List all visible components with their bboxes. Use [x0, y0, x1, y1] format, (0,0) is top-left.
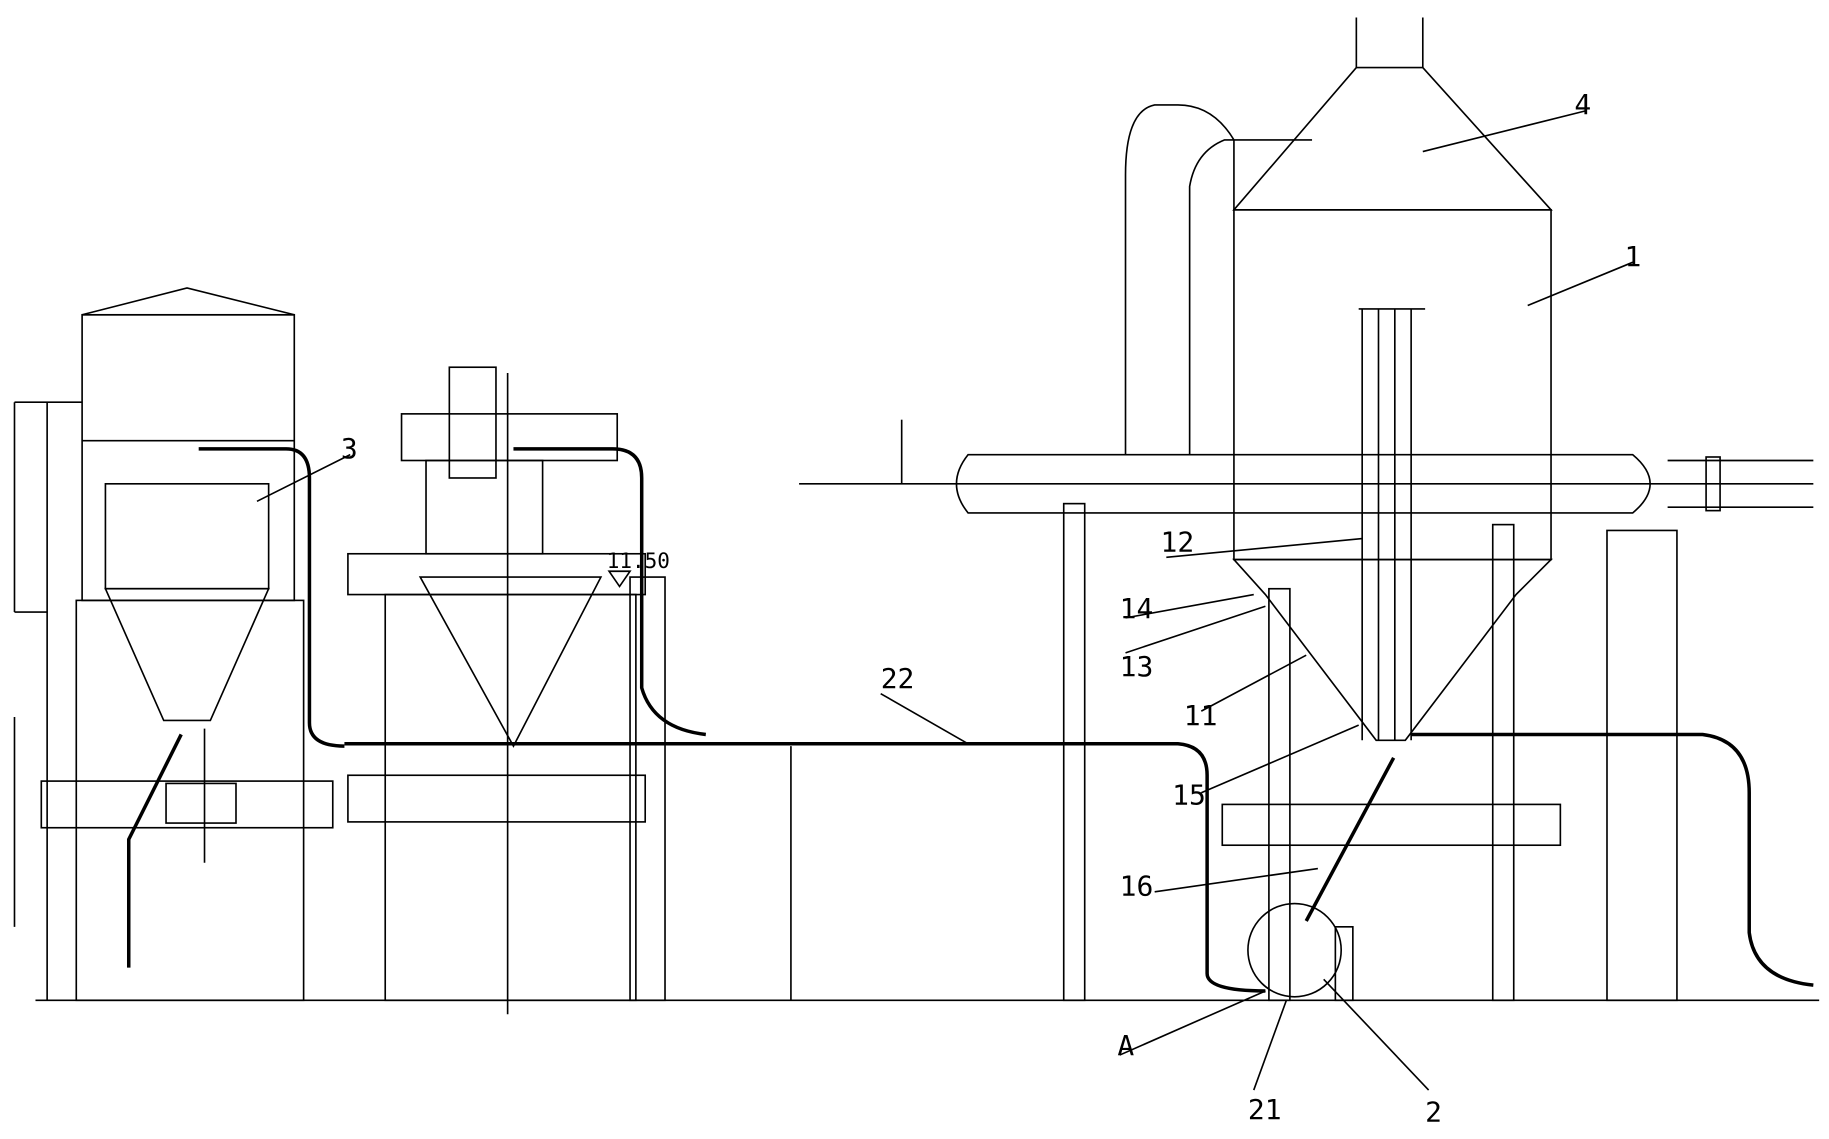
- leader-lines: [257, 111, 1633, 1090]
- left-silo: [14, 288, 344, 1000]
- label-4: 4: [1574, 88, 1591, 121]
- label-15: 15: [1172, 778, 1206, 811]
- label-3: 3: [341, 432, 358, 465]
- label-12: 12: [1160, 525, 1194, 558]
- pipe-22: [344, 744, 1265, 991]
- label-13: 13: [1120, 650, 1154, 683]
- label-14: 14: [1120, 592, 1154, 625]
- label-16: 16: [1120, 869, 1154, 902]
- label-2: 2: [1425, 1096, 1442, 1129]
- label-1: 1: [1624, 240, 1641, 273]
- label-21: 21: [1248, 1093, 1282, 1126]
- label-22: 22: [881, 662, 915, 695]
- middle-silo: [348, 367, 706, 1014]
- label-a: A: [1117, 1029, 1134, 1062]
- elevation-label: 11.50: [607, 549, 670, 573]
- tower-1: [799, 17, 1813, 1000]
- label-11: 11: [1184, 699, 1218, 732]
